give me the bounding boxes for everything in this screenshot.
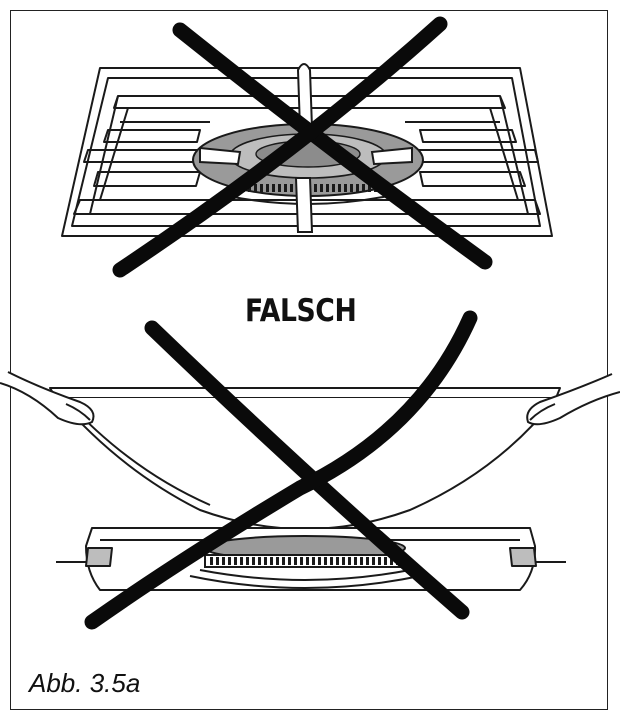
- wrong-mark-top: [112, 16, 493, 278]
- verdict-label: FALSCH: [245, 293, 357, 329]
- pan-support-prongs: [199, 63, 413, 233]
- figure-caption: Abb. 3.5a: [29, 668, 141, 698]
- wok-burner: [189, 535, 421, 589]
- wrong-mark-bottom: [84, 310, 478, 630]
